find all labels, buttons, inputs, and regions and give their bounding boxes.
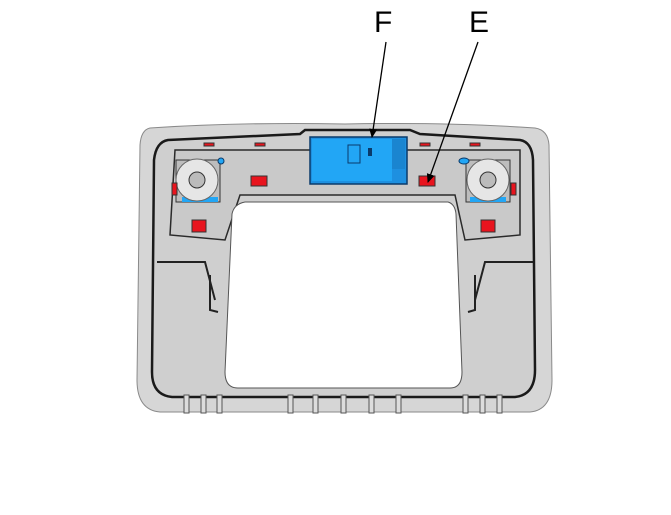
right-panel-line bbox=[474, 261, 533, 301]
left-adjuster-knob bbox=[175, 158, 221, 203]
crossbar bbox=[169, 149, 521, 241]
callout-e-arrow bbox=[426, 41, 479, 183]
bottom-tabs bbox=[183, 394, 503, 414]
callout-f-label: F bbox=[374, 6, 393, 39]
callout-f-arrow bbox=[369, 41, 387, 138]
blue-pin bbox=[458, 157, 470, 165]
clip bbox=[203, 142, 215, 147]
clip bbox=[191, 219, 207, 233]
clip bbox=[469, 142, 481, 147]
clip bbox=[254, 142, 266, 147]
callout-e-label: E bbox=[469, 6, 490, 39]
clip bbox=[171, 182, 178, 196]
blue-pin bbox=[217, 157, 225, 165]
clip bbox=[510, 182, 517, 196]
left-panel-line bbox=[157, 261, 216, 301]
center-opening bbox=[224, 201, 463, 389]
clip bbox=[480, 219, 496, 233]
clip-e bbox=[418, 175, 436, 187]
left-hook bbox=[209, 275, 219, 313]
right-hook bbox=[467, 275, 476, 313]
right-adjuster-knob bbox=[465, 158, 511, 203]
connector-f bbox=[309, 136, 408, 185]
clip bbox=[419, 142, 431, 147]
clip bbox=[250, 175, 268, 187]
